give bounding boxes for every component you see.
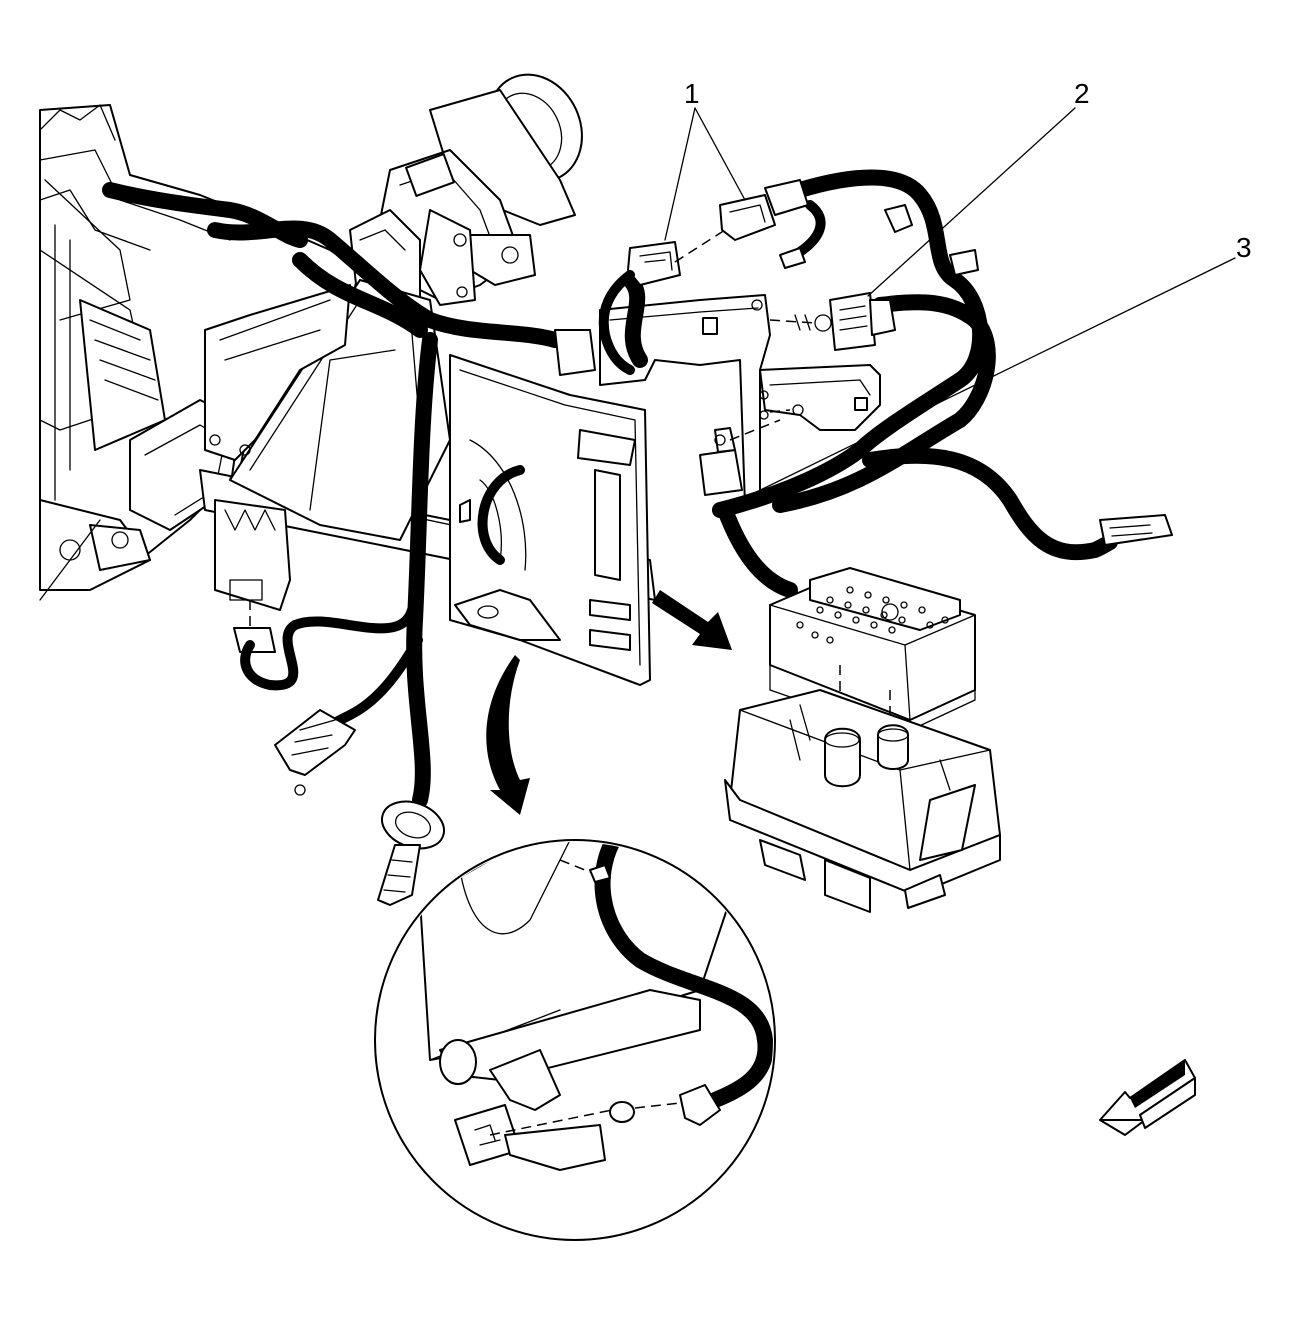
module-3: [699, 419, 781, 496]
upper-right-harness: [622, 169, 1173, 598]
callout-leaders: [664, 107, 1236, 501]
relay-base: [724, 689, 1001, 913]
mounting-bracket: [449, 354, 651, 686]
location-pointer-arrow-icon: [652, 590, 732, 650]
hvac-module: [39, 104, 361, 601]
lower-left-wires: [240, 605, 423, 796]
steering-column: [349, 73, 583, 336]
detail-inset: [374, 839, 776, 1241]
callout-1: 1: [684, 78, 700, 109]
cross-car-beam: [199, 279, 656, 653]
front-direction-arrow-icon: [1099, 1059, 1196, 1136]
callout-2: 2: [1074, 78, 1090, 109]
detail-view-arrow-icon: [486, 655, 530, 815]
connector-pair: [598, 179, 809, 375]
connector-2: [769, 292, 896, 351]
fuse-holes: [796, 586, 949, 644]
callout-3: 3: [1236, 232, 1252, 263]
